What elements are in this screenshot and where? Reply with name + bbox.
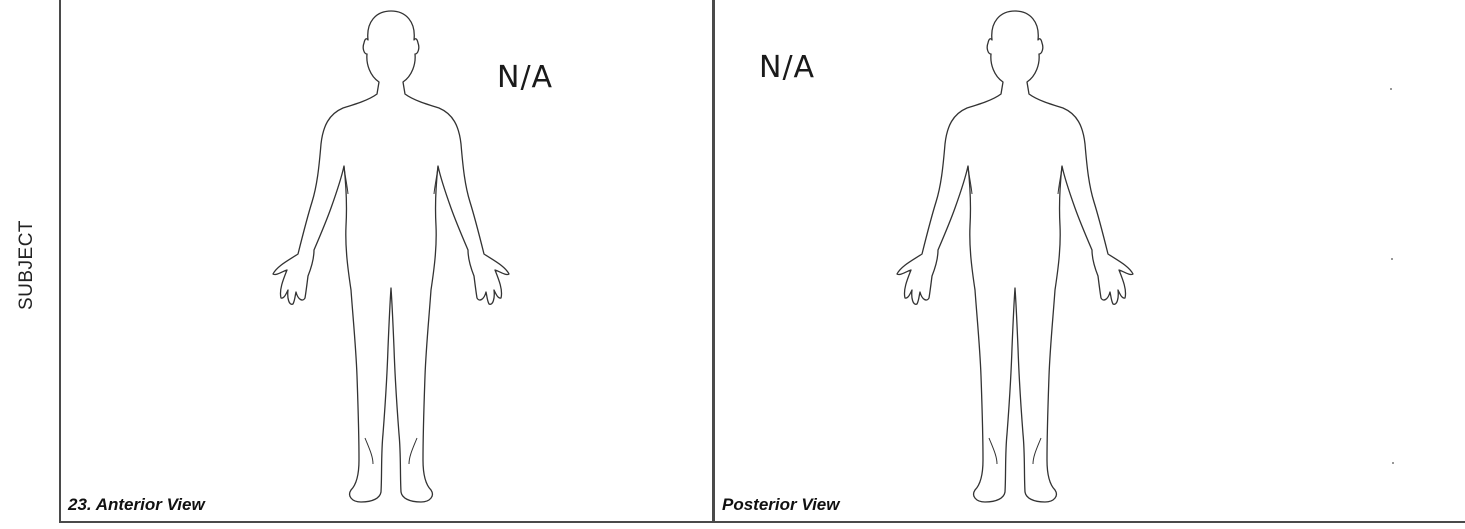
anterior-view-label: 23. Anterior View [68,495,205,515]
human-body-outline-icon [261,8,521,518]
scan-speck [1391,258,1393,260]
subject-side-label: SUBJECT [2,0,52,529]
scan-speck [1390,88,1392,90]
subject-label-text: SUBJECT [16,219,38,309]
posterior-view-label: Posterior View [722,495,839,515]
anterior-view-panel: N/A 23. Anterior View [59,0,714,523]
scan-speck [1392,462,1394,464]
posterior-view-panel: N/A Posterior View [713,0,1465,523]
posterior-handwritten-note: N/A [759,50,815,85]
anterior-handwritten-note: N/A [497,60,553,95]
human-body-outline-icon [885,8,1145,518]
